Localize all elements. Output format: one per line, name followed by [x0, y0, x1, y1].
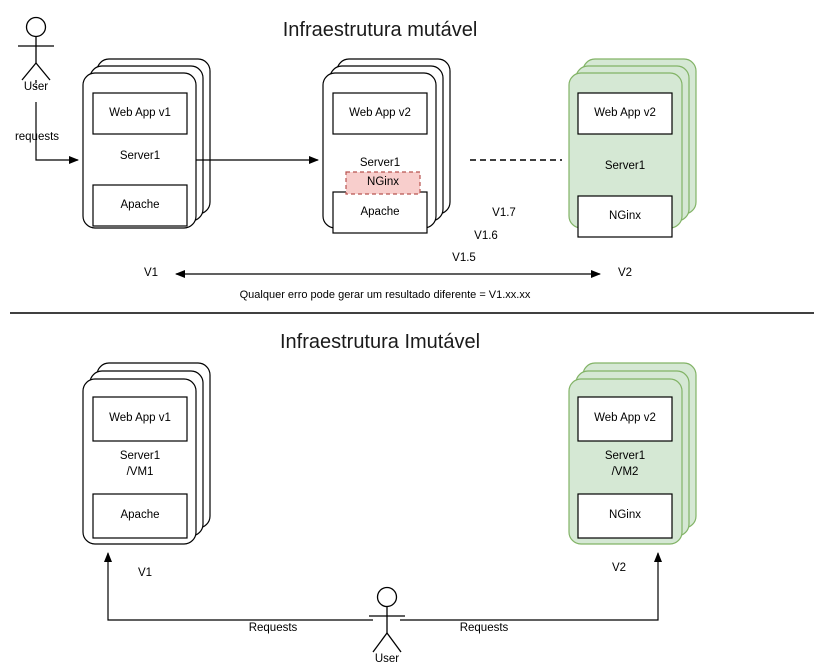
vm2-webserver-label: NGinx [609, 509, 641, 521]
version-label-v15: V1.5 [452, 252, 476, 264]
actor-user-bottom [369, 586, 405, 653]
page-title-mutable: Infraestrutura mutável [282, 19, 478, 41]
vm2-server-line2-label: /VM2 [611, 466, 639, 478]
server-v2-app-label: Web App v2 [594, 107, 656, 119]
version-label-v17: V1.7 [492, 207, 516, 219]
server-stack-vm1 [82, 362, 211, 545]
actor-user-top [18, 16, 54, 88]
requests-connector-top [35, 102, 79, 164]
axis-label-v2-top: V2 [617, 267, 633, 279]
server-v2-webserver-label: NGinx [609, 210, 641, 222]
vm1-server-label: Server1 [119, 450, 161, 462]
request-route-v1 [104, 552, 373, 621]
server-transition-app-label: Web App v2 [349, 107, 411, 119]
server-stack-v1 [82, 58, 211, 229]
vm1-requests-label: Requests [248, 622, 298, 634]
vm2-requests-label: Requests [459, 622, 509, 634]
server-v2-name-label: Server1 [604, 160, 646, 172]
server-v1-name-label: Server1 [119, 150, 161, 162]
server-stack-v2-green [568, 58, 697, 238]
vm1-server-line2-label: /VM1 [126, 466, 154, 478]
server-transition-name-label: Server1 [359, 157, 401, 169]
vm1-webserver-label: Apache [120, 509, 160, 521]
page-title-immutable: Infraestrutura Imutável [279, 331, 481, 353]
actor-label-bottom: User [374, 653, 400, 665]
server-transition-nginx-overlay-label: NGinx [367, 176, 399, 188]
server-stack-vm2 [568, 362, 697, 545]
axis-label-v1-top: V1 [143, 267, 159, 279]
server-v1-app-label: Web App v1 [109, 107, 171, 119]
vm1-version-label: V1 [137, 567, 153, 579]
vm1-app-label: Web App v1 [109, 412, 171, 424]
actor-label-top: User [23, 81, 49, 93]
requests-label-top: requests [14, 131, 60, 143]
vm2-version-label: V2 [611, 562, 627, 574]
server-v1-webserver-label: Apache [120, 199, 160, 211]
vm2-server-label: Server1 [604, 450, 646, 462]
mutable-caption: Qualquer erro pode gerar um resultado di… [239, 289, 531, 301]
version-label-v16: V1.6 [474, 230, 498, 242]
server-stack-transition [322, 58, 451, 234]
vm2-app-label: Web App v2 [594, 412, 656, 424]
server-transition-webserver-label: Apache [360, 206, 400, 218]
request-route-v2 [400, 552, 662, 621]
